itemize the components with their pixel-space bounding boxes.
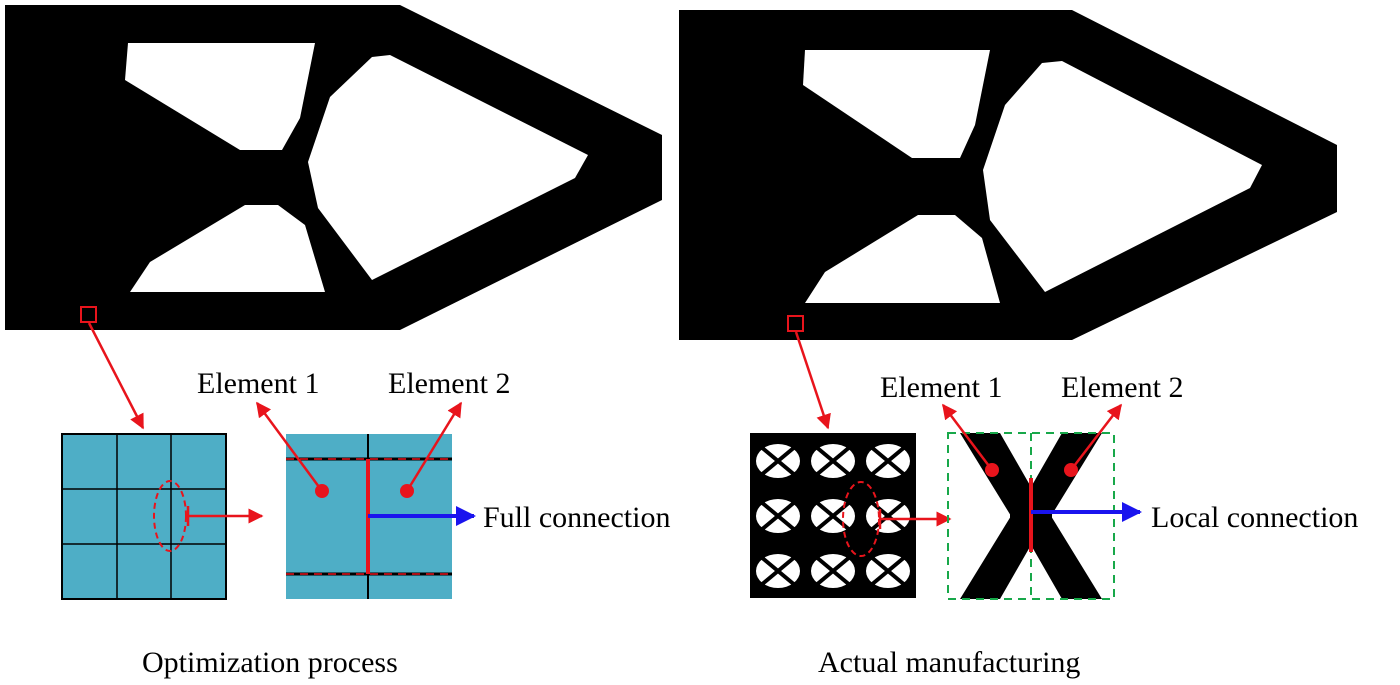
right-topology-structure: [679, 10, 1337, 340]
left-void-lower-left: [130, 205, 325, 292]
left-element-pair: [255, 401, 476, 599]
right-lattice-callout: [842, 481, 952, 557]
left-zoom-marker: [80, 306, 97, 323]
left-void-upper-right: [308, 55, 588, 280]
left-void-upper-left: [125, 43, 315, 150]
left-zoom-callout: [80, 306, 145, 430]
right-connection-label: Local connection: [1151, 501, 1358, 534]
right-element-boundary: [947, 432, 1115, 600]
right-element-1-label: Element 1: [880, 371, 1002, 404]
right-element-2-label: Element 2: [1061, 371, 1183, 404]
right-zoom-marker: [787, 315, 804, 332]
right-void-upper-right: [983, 61, 1262, 292]
right-caption: Actual manufacturing: [818, 646, 1080, 679]
right-zoom-callout: [787, 315, 831, 430]
left-element-grid: [61, 433, 264, 600]
right-zoom-arrow: [794, 331, 831, 430]
left-element-1-label: Element 1: [197, 367, 319, 400]
left-interface-ellipse: [153, 480, 187, 552]
right-void-lower-left: [805, 215, 1000, 303]
left-caption: Optimization process: [142, 646, 398, 679]
left-connection-label: Full connection: [483, 501, 670, 534]
left-element-2-label: Element 2: [388, 367, 510, 400]
left-zoom-arrow: [87, 322, 145, 430]
right-void-upper-left: [803, 50, 990, 158]
right-element-pair: [942, 403, 1142, 600]
left-topology-structure: [5, 5, 662, 330]
right-lattice-grid: [750, 433, 916, 598]
